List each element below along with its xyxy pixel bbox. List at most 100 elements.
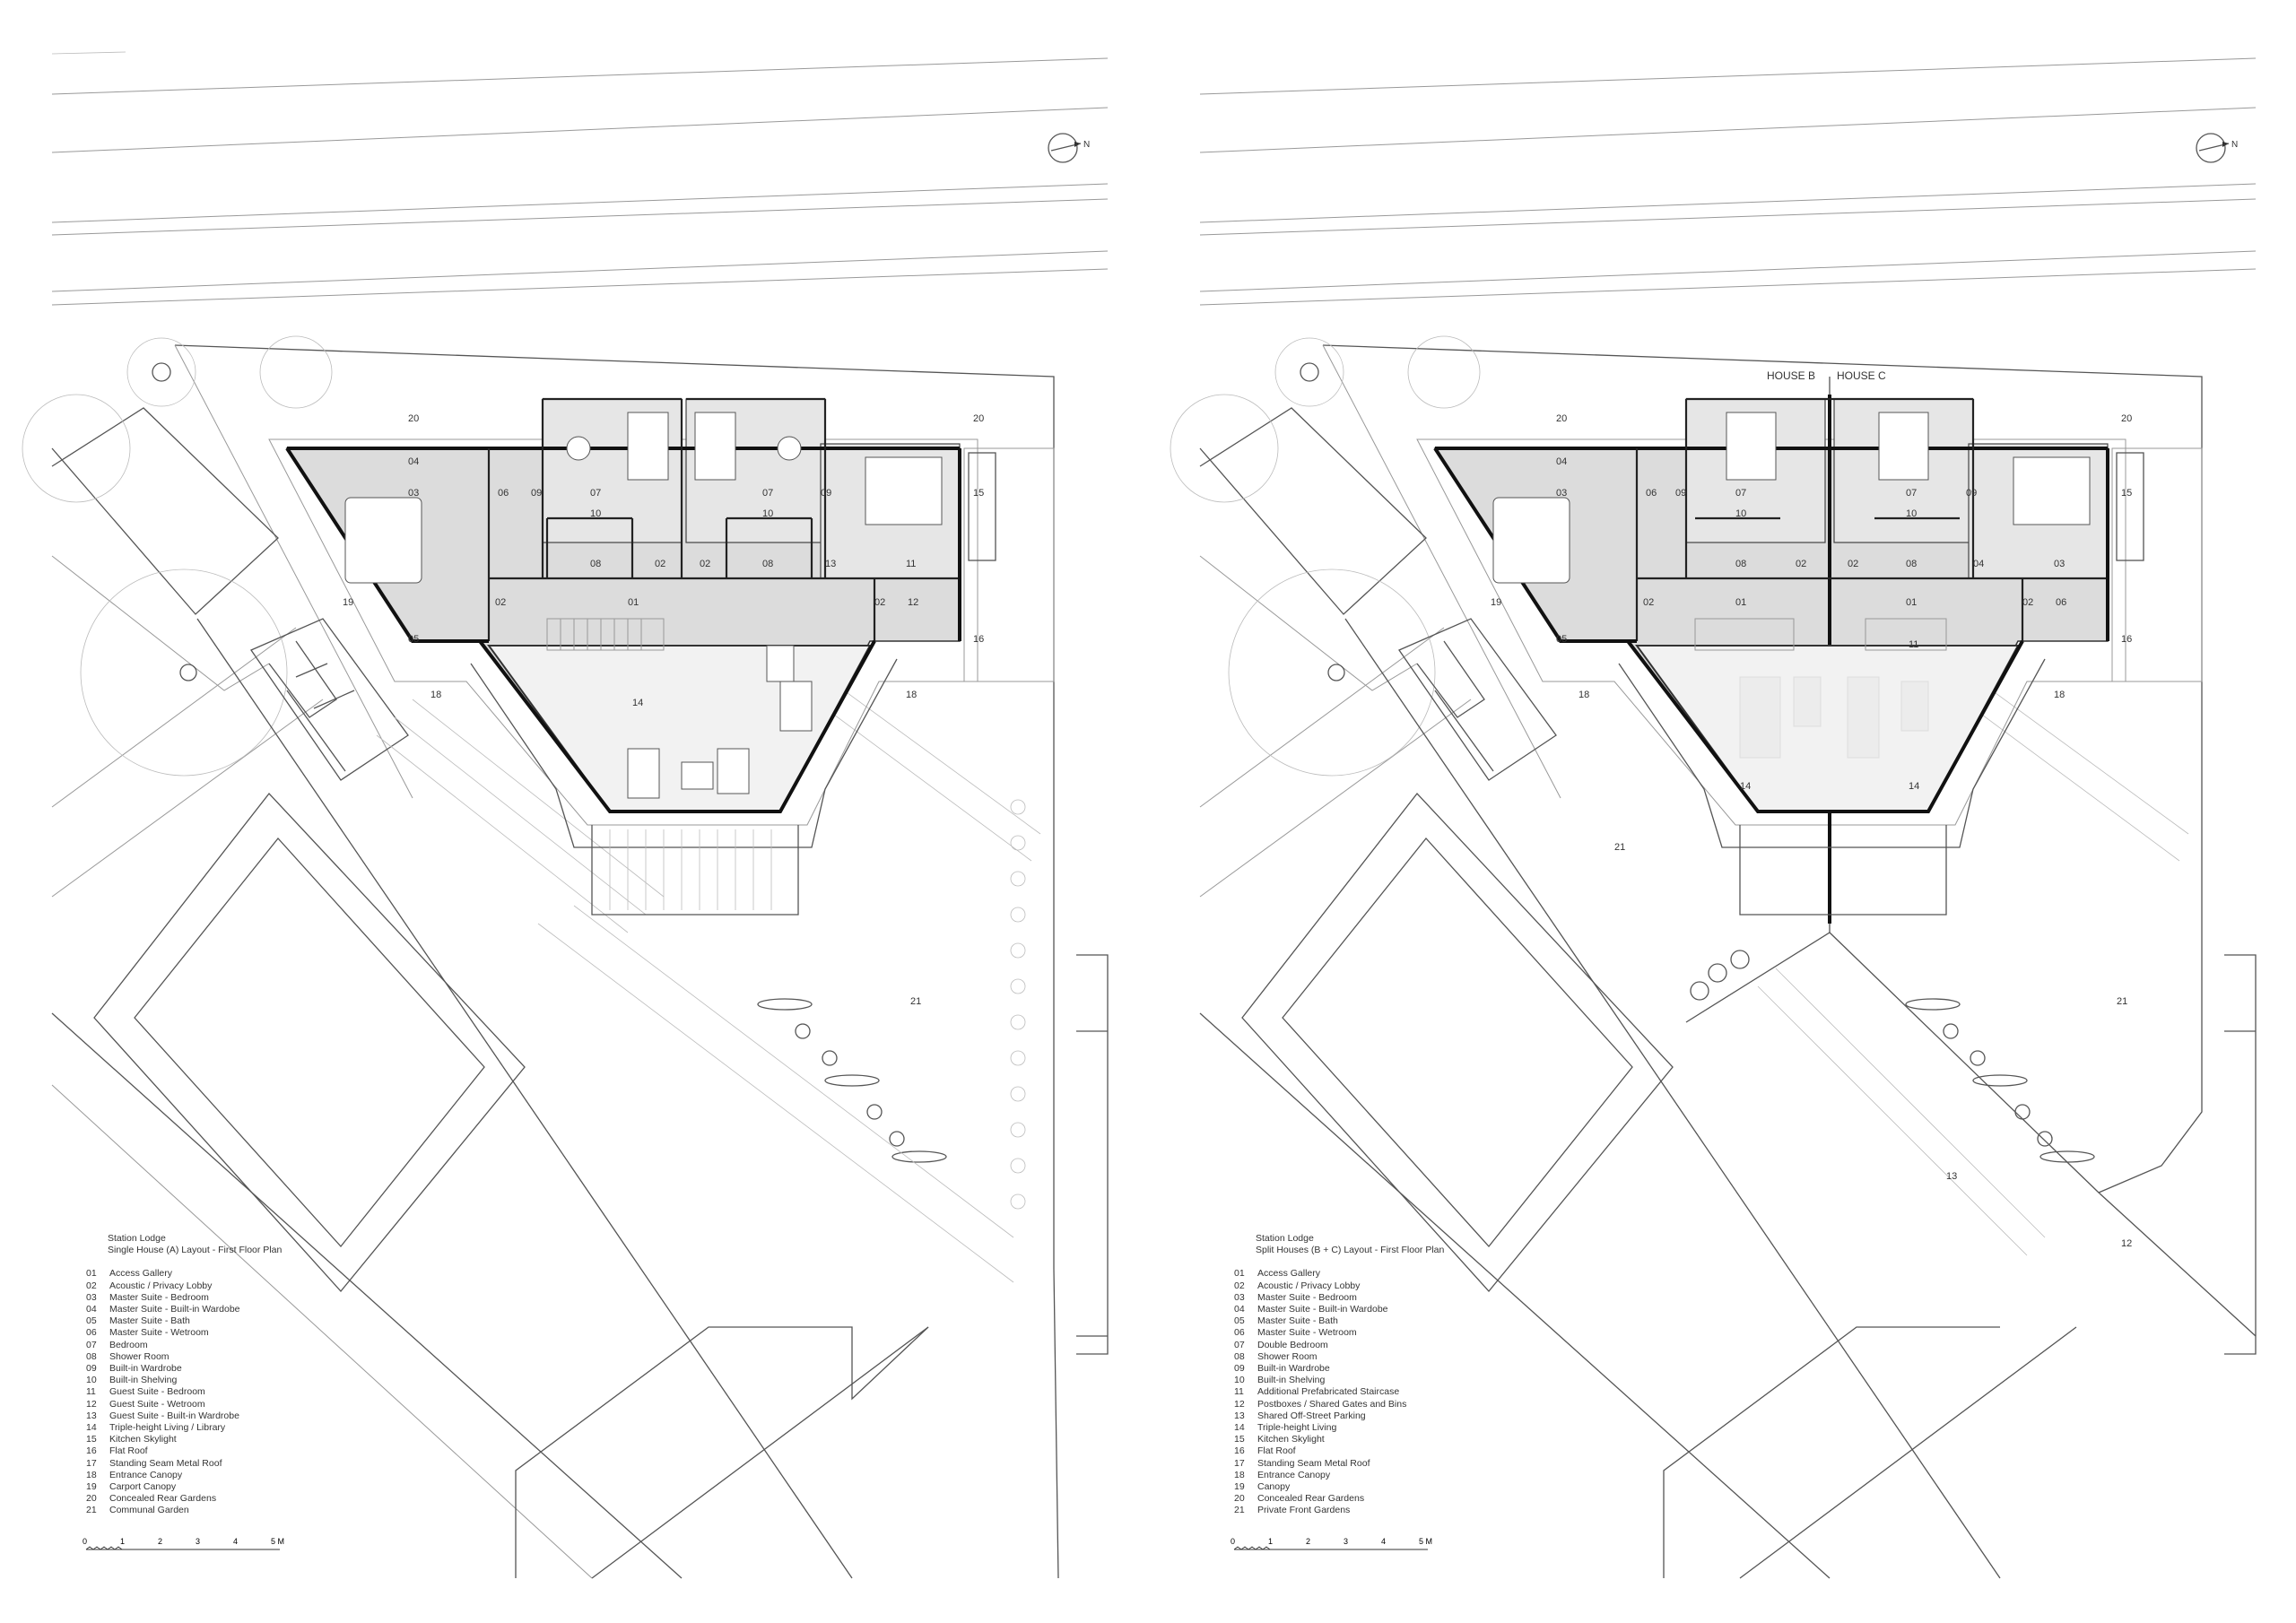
legend-item-number: 03 — [86, 1291, 97, 1303]
legend-item-label: Kitchen Skylight — [109, 1434, 177, 1445]
legend-item-label: Built-in Wardrobe — [1257, 1363, 1330, 1375]
legend-item: 11 Guest Suite - Bedroom — [86, 1386, 282, 1398]
tag-14-right: 14 — [1909, 781, 1919, 792]
scale-tick-5: 5 M — [1419, 1537, 1432, 1546]
legend-item-number: 21 — [1234, 1505, 1245, 1516]
legend-item-label: Access Gallery — [1257, 1268, 1321, 1280]
north-label: N — [1083, 140, 1090, 150]
legend-item-number: 01 — [1234, 1268, 1245, 1280]
legend-item-label: Entrance Canopy — [1257, 1469, 1331, 1480]
legend-item-label: Standing Seam Metal Roof — [1257, 1457, 1370, 1469]
scale-tick-5: 5 M — [271, 1537, 284, 1546]
tag-10a: 10 — [1735, 508, 1746, 519]
north-arrow-icon: N — [1048, 133, 1090, 163]
legend-item-label: Shower Room — [1257, 1350, 1318, 1362]
tag-13: 13 — [825, 559, 836, 569]
legend-item-label: Triple-height Living / Library — [109, 1422, 226, 1434]
legend-item-label: Built-in Shelving — [1257, 1375, 1326, 1386]
tag-16: 16 — [973, 634, 984, 645]
legend-item-label: Additional Prefabricated Staircase — [1257, 1386, 1400, 1398]
plan-title-line1: Station Lodge — [108, 1233, 166, 1244]
tag-02b: 02 — [700, 559, 710, 569]
legend-item-label: Concealed Rear Gardens — [1257, 1493, 1365, 1505]
tag-15: 15 — [973, 488, 984, 499]
room-tags: 20 20 04 03 06 09 07 07 09 10 10 08 02 0… — [343, 413, 984, 1007]
tag-19: 19 — [343, 597, 353, 608]
scale-tick-3: 3 — [1344, 1537, 1348, 1546]
scale-tick-3: 3 — [196, 1537, 200, 1546]
tag-03: 03 — [1556, 488, 1567, 499]
legend-item-number: 14 — [1234, 1422, 1245, 1434]
tag-15: 15 — [2121, 488, 2132, 499]
legend-item-number: 13 — [1234, 1410, 1245, 1421]
tag-20-right: 20 — [2121, 413, 2132, 424]
legend-item-number: 15 — [1234, 1434, 1245, 1445]
legend-item-number: 03 — [1234, 1291, 1245, 1303]
legend-item-number: 19 — [1234, 1481, 1245, 1493]
tag-21-right: 21 — [2117, 996, 2127, 1007]
house-c-label: HOUSE C — [1837, 369, 1886, 382]
scale-tick-1: 1 — [120, 1537, 125, 1546]
tag-14-left: 14 — [1740, 781, 1751, 792]
legend-item-label: Guest Suite - Wetroom — [109, 1398, 205, 1410]
tag-04: 04 — [408, 456, 419, 467]
legend-item-number: 04 — [86, 1304, 97, 1315]
tag-11: 11 — [1909, 639, 1918, 650]
legend-item: 14 Triple-height Living — [1234, 1422, 1444, 1434]
legend-item-number: 16 — [1234, 1445, 1245, 1457]
legend-item: 01 Access Gallery — [1234, 1268, 1444, 1280]
legend-item-label: Built-in Shelving — [109, 1375, 178, 1386]
legend-item-number: 07 — [1234, 1339, 1245, 1350]
legend-item-label: Canopy — [1257, 1481, 1291, 1493]
legend-item-number: 17 — [1234, 1457, 1245, 1469]
tag-18-left: 18 — [1578, 690, 1589, 700]
tag-04-right: 04 — [1973, 559, 1984, 569]
legend-item-number: 06 — [1234, 1327, 1245, 1339]
legend-item-number: 07 — [86, 1339, 97, 1350]
legend-item-number: 17 — [86, 1457, 97, 1469]
tag-06-right: 06 — [2056, 597, 2066, 608]
legend-item-number: 10 — [1234, 1375, 1245, 1386]
legend-item-label: Master Suite - Bath — [109, 1315, 190, 1327]
legend-item-number: 20 — [86, 1493, 97, 1505]
tag-04: 04 — [1556, 456, 1567, 467]
tag-02b: 02 — [1848, 559, 1858, 569]
tag-20-left: 20 — [408, 413, 419, 424]
railway-lines — [1199, 57, 2257, 306]
scale-bar-graphic: 0 1 2 3 4 5 M — [83, 1537, 284, 1550]
tag-18-left: 18 — [430, 690, 441, 700]
legend-item-number: 11 — [86, 1386, 96, 1398]
legend-item-label: Flat Roof — [1257, 1445, 1296, 1457]
legend-item: 16 Flat Roof — [1234, 1445, 1444, 1457]
north-label: N — [2231, 140, 2238, 150]
tag-02d: 02 — [874, 597, 885, 608]
legend-item-label: Master Suite - Bedroom — [1257, 1291, 1357, 1303]
legend-item-label: Triple-height Living — [1257, 1422, 1337, 1434]
legend-item-label: Standing Seam Metal Roof — [109, 1457, 222, 1469]
legend-item: 10 Built-in Shelving — [1234, 1375, 1444, 1386]
legend-item-number: 19 — [86, 1481, 97, 1493]
tag-07b: 07 — [762, 488, 773, 499]
plan-title: Station Lodge Single House (A) Layout - … — [108, 1233, 282, 1256]
legend-item-label: Acoustic / Privacy Lobby — [109, 1280, 213, 1291]
legend-item-number: 04 — [1234, 1304, 1245, 1315]
legend-item-number: 06 — [86, 1327, 97, 1339]
legend-item-label: Guest Suite - Bedroom — [109, 1386, 205, 1398]
legend-item-number: 12 — [1234, 1398, 1245, 1410]
legend-item-number: 02 — [86, 1280, 97, 1291]
legend-item-label: Shared Off-Street Parking — [1257, 1410, 1366, 1421]
tag-10b: 10 — [1906, 508, 1917, 519]
